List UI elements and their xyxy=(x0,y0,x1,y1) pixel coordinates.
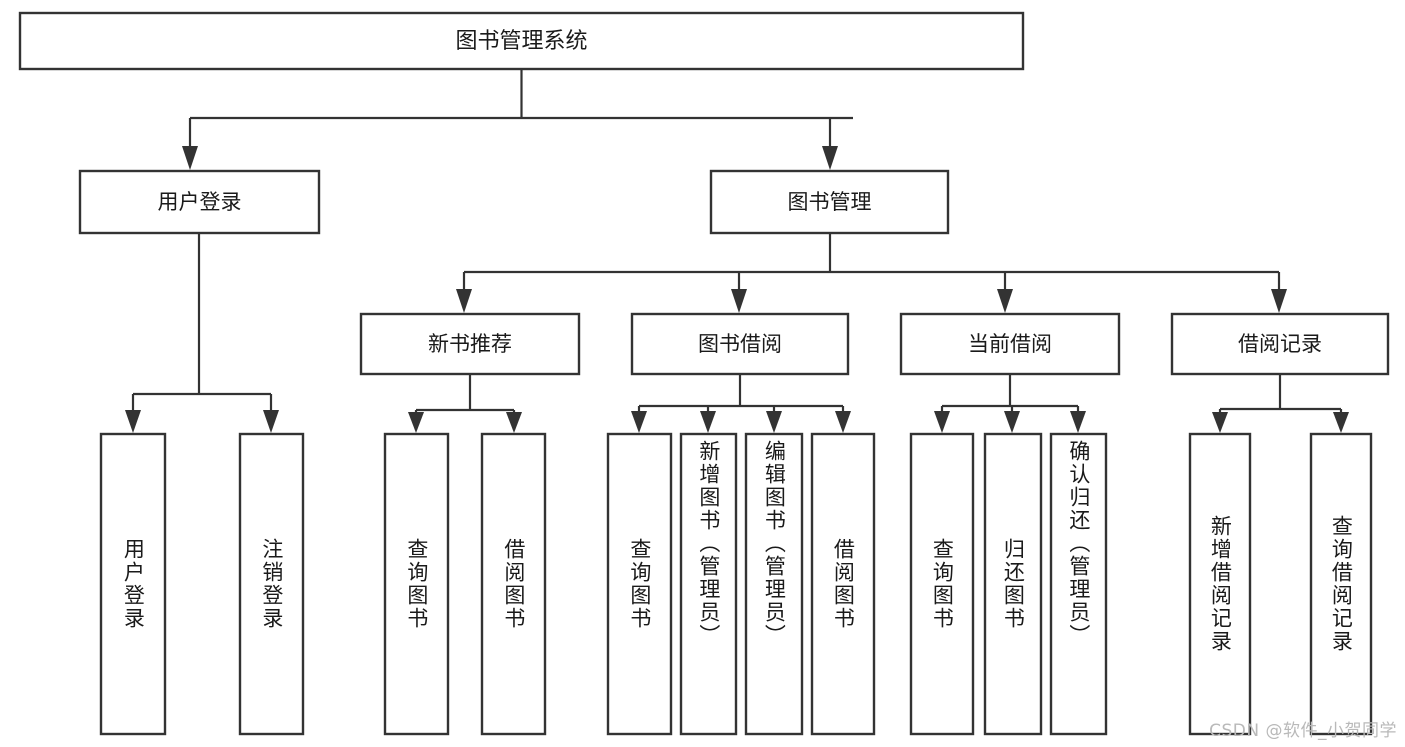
connector-group-new-book xyxy=(408,374,522,433)
connector-group-current-borrow xyxy=(934,374,1086,433)
arrow-head-icon xyxy=(263,410,279,433)
node-current-borrow[interactable]: 当前借阅 xyxy=(899,312,1121,376)
leaf-box-edit-book-admin[interactable] xyxy=(744,432,804,736)
leaf-box-query-book-3[interactable] xyxy=(909,432,975,736)
arrow-head-icon xyxy=(835,411,851,433)
node-new-book-recommend-box xyxy=(359,312,581,376)
node-current-borrow-box xyxy=(899,312,1121,376)
node-root[interactable]: 图书管理系统 xyxy=(18,11,1025,71)
leaf-box-logout[interactable] xyxy=(238,432,305,736)
connector-group-book-mgmt xyxy=(456,233,1287,313)
connector-group-root xyxy=(182,69,853,170)
arrow-head-icon xyxy=(700,411,716,433)
node-borrow-record-box xyxy=(1170,312,1390,376)
leaf-boxes-group xyxy=(99,432,1373,736)
arrow-head-icon xyxy=(1070,411,1086,433)
arrow-head-icon xyxy=(1212,412,1228,433)
leaf-box-query-book-1[interactable] xyxy=(383,432,450,736)
node-new-book-recommend-label: 新书推荐 xyxy=(428,332,512,356)
arrow-head-icon xyxy=(456,289,472,313)
node-book-management-box xyxy=(709,169,950,235)
leaf-box-return-book[interactable] xyxy=(983,432,1043,736)
leaf-box-query-book-2[interactable] xyxy=(606,432,673,736)
arrow-head-icon xyxy=(1333,412,1349,433)
connector-group-book-borrow xyxy=(631,374,851,433)
node-borrow-record[interactable]: 借阅记录 xyxy=(1170,312,1390,376)
node-current-borrow-label: 当前借阅 xyxy=(968,332,1052,356)
arrow-head-icon xyxy=(1004,411,1020,433)
node-book-borrow-label: 图书借阅 xyxy=(698,332,782,356)
leaf-box-add-book-admin[interactable] xyxy=(679,432,738,736)
arrow-head-icon xyxy=(506,412,522,433)
node-book-borrow[interactable]: 图书借阅 xyxy=(630,312,850,376)
leaf-box-add-borrow-record[interactable] xyxy=(1188,432,1252,736)
node-new-book-recommend[interactable]: 新书推荐 xyxy=(359,312,581,376)
arrow-head-icon xyxy=(631,411,647,433)
leaf-box-borrow-book-1[interactable] xyxy=(480,432,547,736)
node-user-login-label: 用户登录 xyxy=(158,190,242,214)
node-book-management-label: 图书管理 xyxy=(788,190,872,214)
arrow-head-icon xyxy=(182,146,198,170)
node-borrow-record-label: 借阅记录 xyxy=(1238,332,1322,356)
arrow-head-icon xyxy=(1271,289,1287,313)
arrow-head-icon xyxy=(934,411,950,433)
arrow-head-icon xyxy=(125,410,141,433)
node-root-label: 图书管理系统 xyxy=(455,29,587,54)
node-book-management[interactable]: 图书管理 xyxy=(709,169,950,235)
node-user-login[interactable]: 用户登录 xyxy=(78,169,321,235)
node-root-box xyxy=(18,11,1025,71)
arrow-head-icon xyxy=(731,289,747,313)
node-book-borrow-box xyxy=(630,312,850,376)
leaf-box-confirm-return-admin[interactable] xyxy=(1049,432,1108,736)
csdn-watermark: CSDN @软件_小贺同学 xyxy=(1209,721,1397,741)
arrow-head-icon xyxy=(997,289,1013,313)
leaf-box-query-borrow-record[interactable] xyxy=(1309,432,1373,736)
arrow-head-icon xyxy=(822,146,838,170)
node-user-login-box xyxy=(78,169,321,235)
arrow-head-icon xyxy=(766,411,782,433)
leaf-box-user-login[interactable] xyxy=(99,432,167,736)
arrow-head-icon xyxy=(408,412,424,433)
connector-group-user-login xyxy=(125,233,279,433)
connector-group-borrow-record xyxy=(1212,374,1349,433)
leaf-box-borrow-book-2[interactable] xyxy=(810,432,876,736)
